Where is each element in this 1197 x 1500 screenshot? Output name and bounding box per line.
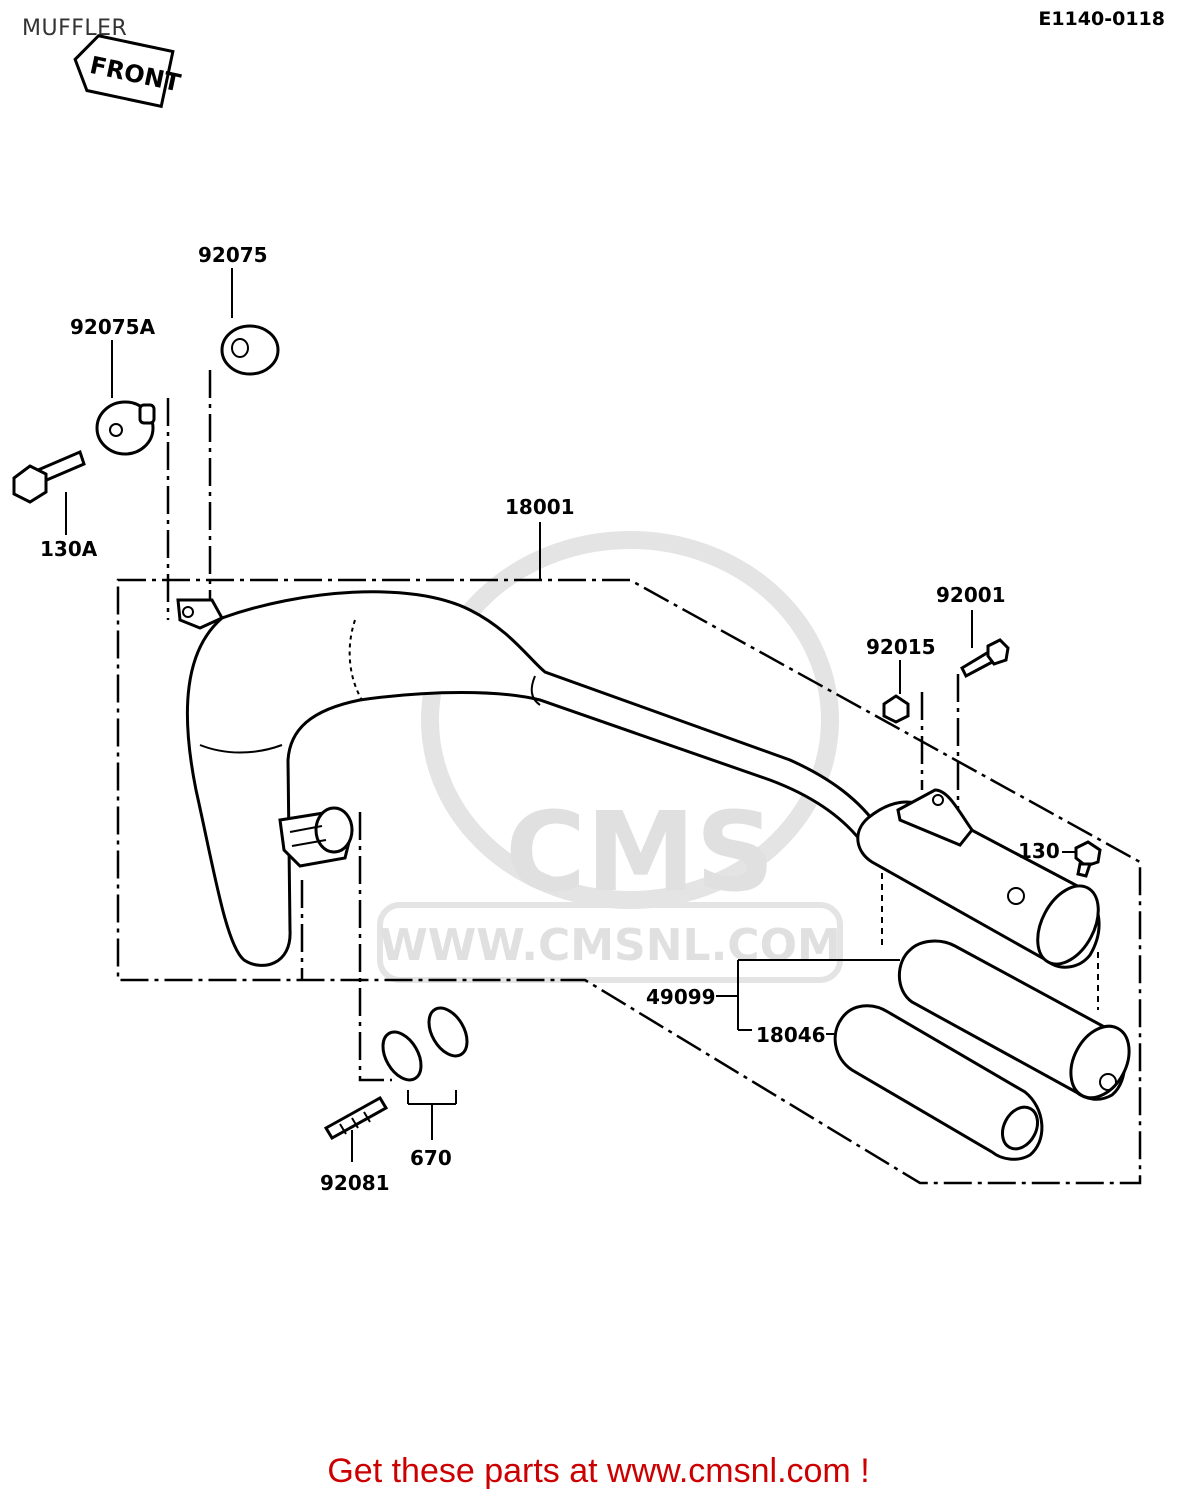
bolt-92001 bbox=[960, 638, 1010, 679]
drawing-code: E1140-0118 bbox=[1038, 8, 1165, 30]
silencer-body bbox=[856, 788, 1101, 969]
hardware bbox=[12, 324, 1102, 1141]
part-label-92075: 92075 bbox=[198, 243, 268, 267]
exhaust-pipe-18001 bbox=[176, 590, 883, 967]
watermark-band bbox=[377, 902, 843, 983]
grommet-92075 bbox=[220, 324, 280, 376]
alignment-guides bbox=[166, 370, 1099, 1082]
part-label-130A: 130A bbox=[40, 537, 98, 561]
footer-shop-link[interactable]: Get these parts at www.cmsnl.com ! bbox=[327, 1452, 870, 1490]
front-direction-marker: FRONT bbox=[73, 34, 184, 109]
part-label-49099: 49099 bbox=[646, 985, 716, 1009]
spring-92081 bbox=[323, 1095, 389, 1141]
watermark-brand: CMS bbox=[505, 788, 774, 916]
ring-670-b bbox=[427, 1006, 469, 1058]
ring-670-a bbox=[381, 1030, 423, 1082]
part-number-labels: 92075 92075A 130A 18001 92001 92015 130 … bbox=[40, 243, 1060, 1195]
cms-watermark: CMS WWW.CMSNL.COM bbox=[377, 531, 843, 983]
part-label-92001: 92001 bbox=[936, 583, 1006, 607]
nut-92015 bbox=[882, 694, 910, 724]
packing-18046 bbox=[833, 1004, 1044, 1161]
bolt-130A bbox=[12, 449, 86, 504]
watermark-ring bbox=[421, 531, 839, 909]
leader-lines bbox=[65, 268, 1080, 1162]
watermark-url: WWW.CMSNL.COM bbox=[379, 920, 841, 971]
part-label-130: 130 bbox=[1018, 839, 1060, 863]
part-label-92081: 92081 bbox=[320, 1171, 390, 1195]
assembly-outline bbox=[116, 578, 1142, 1185]
part-label-92075A: 92075A bbox=[70, 315, 156, 339]
part-label-670: 670 bbox=[410, 1146, 452, 1170]
silencer-insert-49099 bbox=[897, 939, 1131, 1101]
part-label-18046: 18046 bbox=[756, 1023, 826, 1047]
part-label-18001: 18001 bbox=[505, 495, 575, 519]
bolt-130 bbox=[1074, 840, 1102, 878]
part-label-92015: 92015 bbox=[866, 635, 936, 659]
